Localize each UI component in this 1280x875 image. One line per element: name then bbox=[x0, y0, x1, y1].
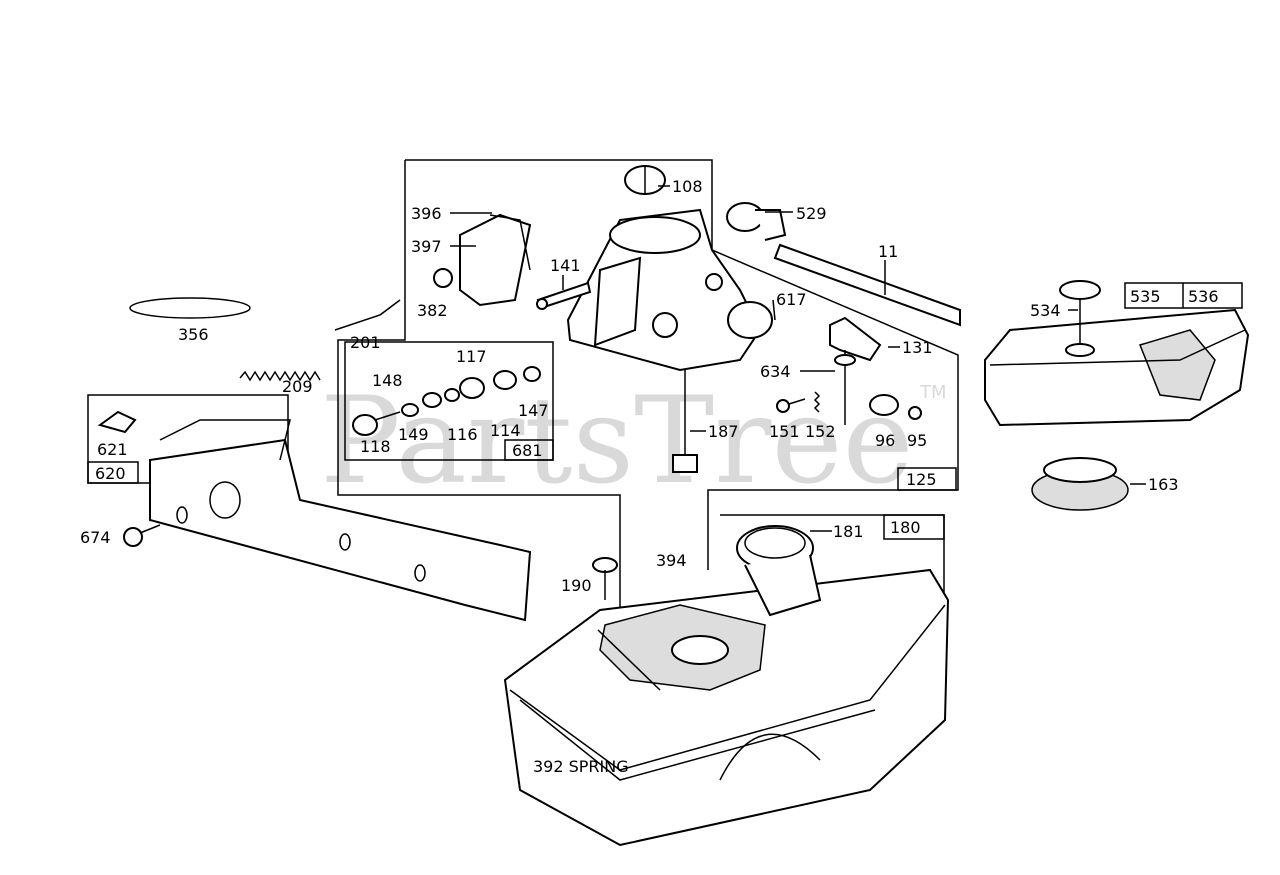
part-125-box bbox=[897, 467, 957, 491]
label-620: 620 bbox=[95, 464, 126, 483]
label-392-spring: 392 SPRING bbox=[533, 757, 629, 776]
screw-95 bbox=[908, 406, 922, 420]
shaft-187 bbox=[672, 370, 698, 473]
label-131: 131 bbox=[902, 338, 933, 357]
label-125: 125 bbox=[906, 470, 937, 489]
label-536: 536 bbox=[1188, 287, 1219, 306]
label-356: 356 bbox=[178, 325, 209, 344]
label-209: 209 bbox=[282, 377, 313, 396]
label-621: 621 bbox=[97, 440, 128, 459]
fuel-tank bbox=[503, 568, 950, 847]
label-148: 148 bbox=[372, 371, 403, 390]
carburetor-body bbox=[566, 208, 773, 372]
label-180: 180 bbox=[890, 518, 921, 537]
label-535: 535 bbox=[1130, 287, 1161, 306]
leader-lines bbox=[450, 185, 1146, 691]
label-96: 96 bbox=[875, 431, 895, 450]
clip-621 bbox=[97, 410, 137, 434]
label-117: 117 bbox=[456, 347, 487, 366]
needle-valve-parts bbox=[352, 366, 541, 436]
governor-bracket bbox=[149, 419, 532, 622]
screw-190 bbox=[592, 557, 618, 600]
elbow-529 bbox=[726, 202, 787, 241]
label-151: 151 bbox=[769, 422, 800, 441]
choke-108 bbox=[624, 165, 666, 195]
base-163 bbox=[1031, 457, 1129, 511]
screw-674 bbox=[123, 524, 161, 547]
part-620-box bbox=[87, 461, 139, 484]
carburetor-group-frame bbox=[337, 159, 959, 615]
screw-151 bbox=[776, 398, 806, 413]
part-681-box bbox=[504, 439, 554, 461]
label-190: 190 bbox=[561, 576, 592, 595]
label-163: 163 bbox=[1148, 475, 1179, 494]
label-634: 634 bbox=[760, 362, 791, 381]
label-147: 147 bbox=[518, 401, 549, 420]
bracket-397 bbox=[459, 213, 532, 307]
label-141: 141 bbox=[550, 256, 581, 275]
label-116: 116 bbox=[447, 425, 478, 444]
tube-11 bbox=[773, 243, 961, 327]
label-187: 187 bbox=[708, 422, 739, 441]
fuel-cap bbox=[736, 525, 822, 617]
spring-152 bbox=[813, 391, 821, 413]
label-11: 11 bbox=[878, 242, 898, 261]
label-529: 529 bbox=[796, 204, 827, 223]
watermark-trademark: TM bbox=[919, 382, 947, 403]
air-cleaner bbox=[984, 308, 1250, 427]
gasket-394 bbox=[599, 604, 766, 691]
label-534: 534 bbox=[1030, 301, 1061, 320]
part-180-box bbox=[883, 514, 945, 540]
label-201: 201 bbox=[350, 333, 381, 352]
throttle-131 bbox=[829, 316, 882, 425]
link-201 bbox=[334, 299, 401, 331]
label-149: 149 bbox=[398, 425, 429, 444]
label-181: 181 bbox=[833, 522, 864, 541]
label-396: 396 bbox=[411, 204, 442, 223]
label-118: 118 bbox=[360, 437, 391, 456]
label-152: 152 bbox=[805, 422, 836, 441]
part-681-group-frame bbox=[344, 341, 554, 461]
label-95: 95 bbox=[907, 431, 927, 450]
part-labels: 108 396 397 382 529 11 141 617 131 634 2… bbox=[80, 177, 1219, 776]
knob-534 bbox=[1059, 280, 1101, 357]
label-394: 394 bbox=[656, 551, 687, 570]
spring-209 bbox=[239, 370, 321, 382]
label-114: 114 bbox=[490, 421, 521, 440]
label-382: 382 bbox=[417, 301, 448, 320]
label-397: 397 bbox=[411, 237, 442, 256]
watermark-brand: PartsTree bbox=[320, 372, 914, 511]
spring-356 bbox=[129, 297, 251, 319]
pin-141 bbox=[536, 281, 592, 310]
plate-96 bbox=[869, 394, 899, 416]
label-674: 674 bbox=[80, 528, 111, 547]
label-681: 681 bbox=[512, 441, 543, 460]
screw-382 bbox=[433, 268, 453, 288]
label-108: 108 bbox=[672, 177, 703, 196]
label-617: 617 bbox=[776, 290, 807, 309]
